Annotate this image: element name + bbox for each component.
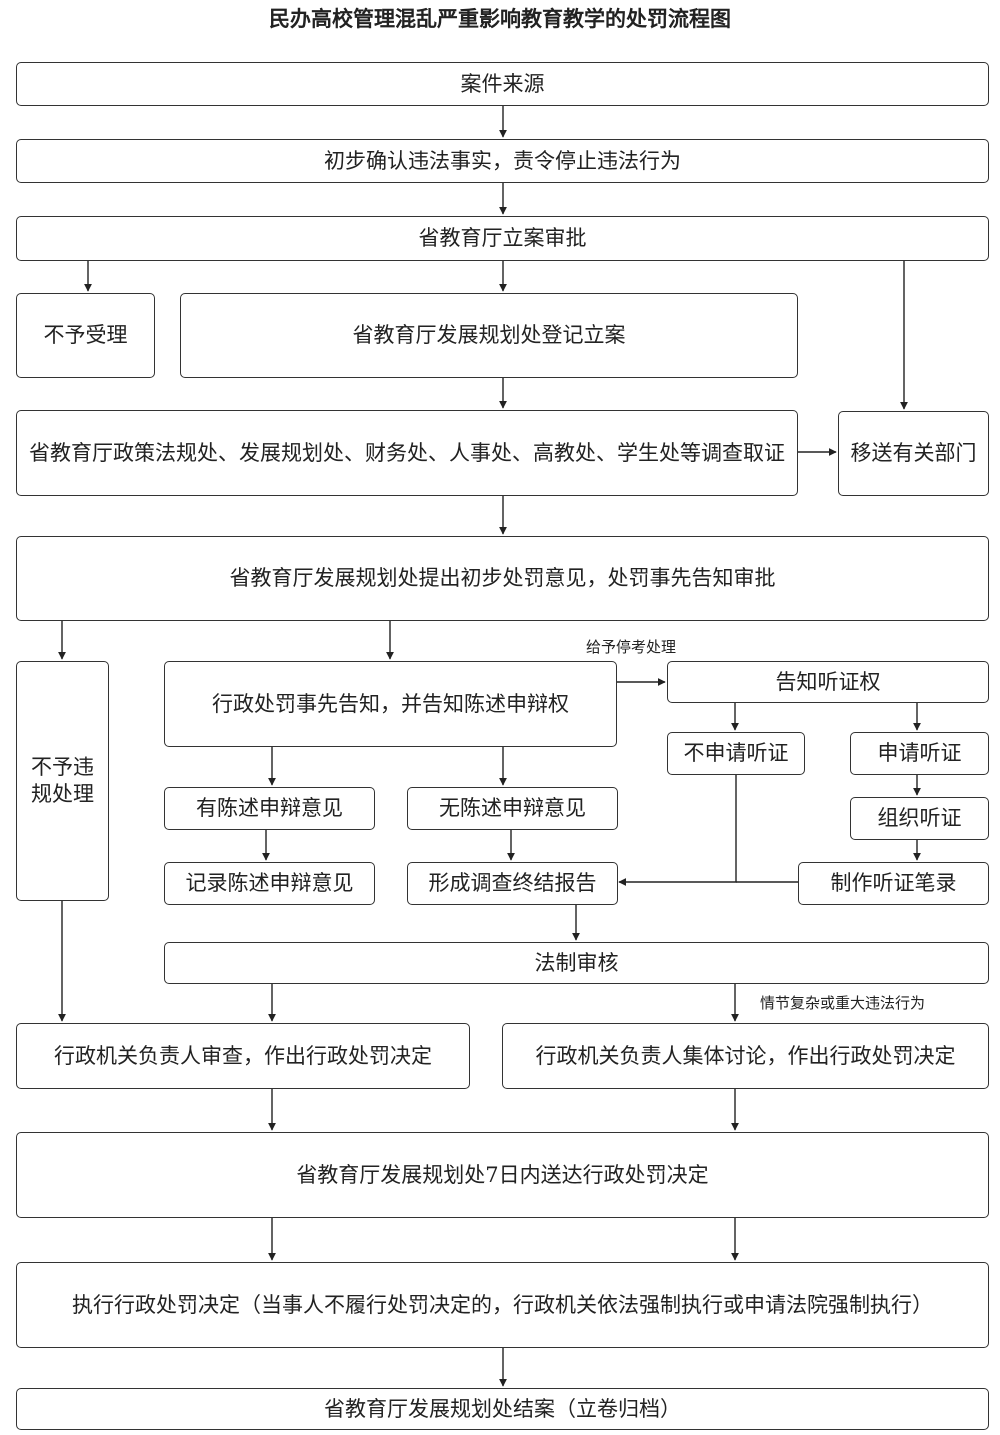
node-not-accepted: 不予受理 — [16, 293, 155, 378]
label-complex-case: 情节复杂或重大违法行为 — [760, 994, 926, 1012]
node-record-statement: 记录陈述申辩意见 — [164, 862, 375, 905]
node-register-filing: 省教育厅发展规划处登记立案 — [180, 293, 798, 378]
node-leader-review: 行政机关负责人审查，作出行政处罚决定 — [16, 1023, 470, 1089]
node-prior-notice: 行政处罚事先告知，并告知陈述申辩权 — [164, 661, 617, 747]
node-transfer-department: 移送有关部门 — [838, 411, 989, 496]
label-suspension: 给予停考处理 — [586, 638, 677, 656]
node-execution: 执行行政处罚决定（当事人不履行处罚决定的，行政机关依法强制执行或申请法院强制执行… — [16, 1262, 989, 1348]
node-delivery: 省教育厅发展规划处7日内送达行政处罚决定 — [16, 1132, 989, 1218]
node-preliminary-confirm: 初步确认违法事实，责令停止违法行为 — [16, 139, 989, 183]
node-hearing-transcript: 制作听证笔录 — [798, 862, 989, 905]
node-investigation: 省教育厅政策法规处、发展规划处、财务处、人事处、高教处、学生处等调查取证 — [16, 410, 798, 496]
page-title: 民办高校管理混乱严重影响教育教学的处罚流程图 — [269, 6, 731, 31]
node-organize-hearing: 组织听证 — [850, 797, 989, 840]
node-case-source: 案件来源 — [16, 62, 989, 106]
node-final-report: 形成调查终结报告 — [407, 862, 618, 905]
node-no-statement: 无陈述申辩意见 — [407, 787, 618, 830]
node-no-hearing-request: 不申请听证 — [667, 732, 805, 775]
node-preliminary-opinion: 省教育厅发展规划处提出初步处罚意见，处罚事先告知审批 — [16, 536, 989, 621]
node-no-violation: 不予违规处理 — [16, 661, 109, 901]
node-collective-discussion: 行政机关负责人集体讨论，作出行政处罚决定 — [502, 1023, 989, 1089]
node-hearing-request: 申请听证 — [850, 732, 989, 775]
node-filing-approval: 省教育厅立案审批 — [16, 216, 989, 261]
node-legal-review: 法制审核 — [164, 942, 989, 984]
node-closing: 省教育厅发展规划处结案（立卷归档） — [16, 1388, 989, 1430]
node-notify-hearing-right: 告知听证权 — [667, 661, 989, 703]
arrow-no-request-to-report — [618, 775, 737, 886]
node-has-statement: 有陈述申辩意见 — [164, 787, 375, 830]
